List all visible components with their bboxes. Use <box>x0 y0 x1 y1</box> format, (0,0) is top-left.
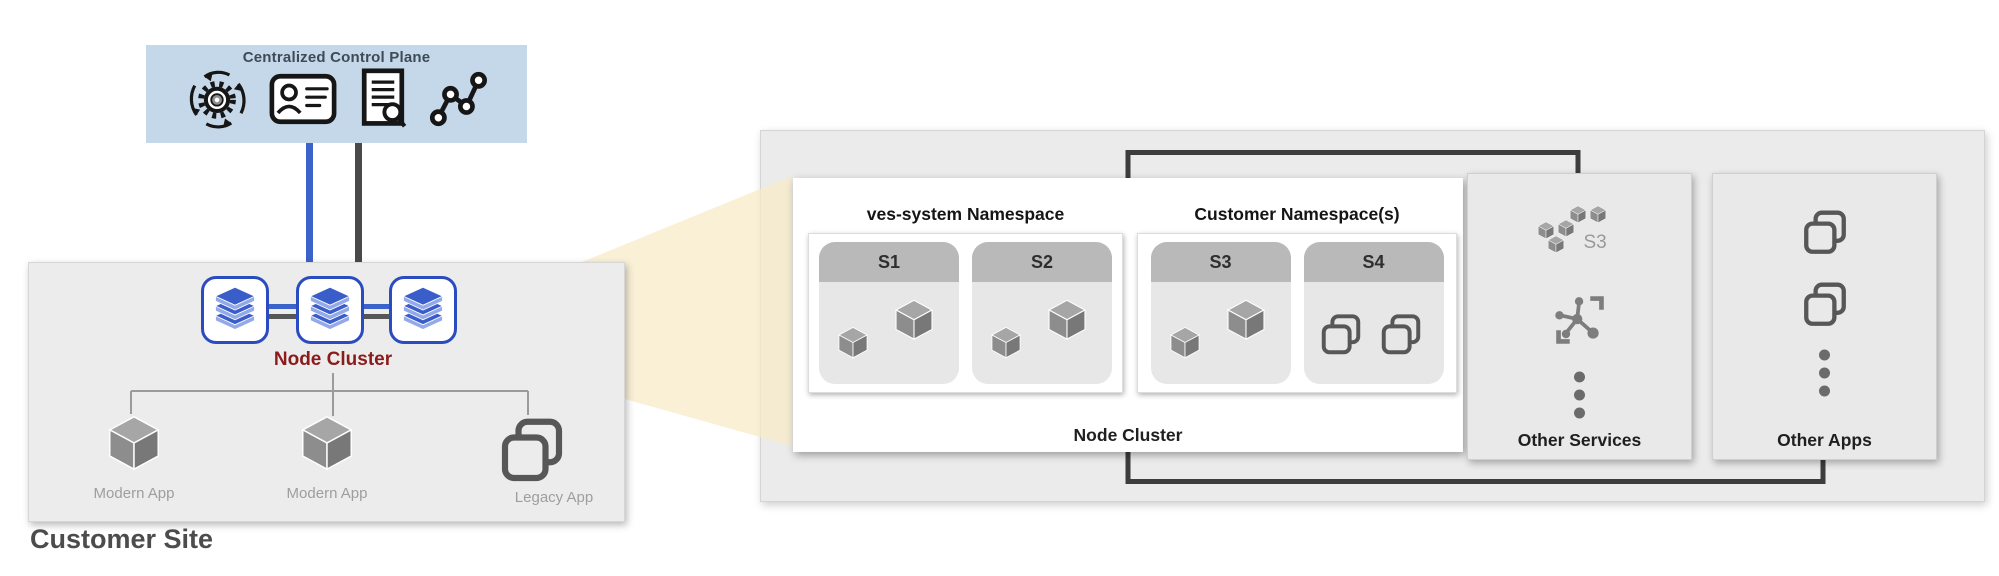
control-link-blue <box>306 143 313 262</box>
app-label: Modern App <box>286 485 368 502</box>
service-name: S2 <box>972 242 1112 282</box>
cube-icon <box>103 411 165 473</box>
other-services-box: S3 Other Services <box>1467 173 1692 460</box>
service-body <box>1150 282 1291 384</box>
service-hub-icon <box>1554 296 1604 344</box>
other-apps-label: Other Apps <box>1777 430 1872 450</box>
cube-icon <box>891 296 937 342</box>
s3-badge-label: S3 <box>1583 232 1607 253</box>
stacked-squares-icon <box>1800 208 1850 258</box>
aws-s3-icon: S3 <box>1532 204 1628 266</box>
node-icon-box <box>296 276 364 344</box>
cube-icon <box>988 324 1024 360</box>
ellipsis-icon <box>1574 371 1585 419</box>
cube-icon <box>296 411 358 473</box>
service-name: S3 <box>1150 242 1291 282</box>
customer-namespace-group: Customer Namespace(s) S3 S4 <box>1137 204 1457 393</box>
metrics-graph-icon <box>427 70 489 133</box>
customer-site-box: Node Cluster Modern App Modern App Legac… <box>28 262 625 522</box>
cube-icon <box>1546 234 1566 254</box>
node-stack-icon <box>397 285 449 335</box>
node-cluster-panel-label: Node Cluster <box>1073 425 1183 445</box>
node-cluster-panel: ves-system Namespace S1 S2 <box>793 178 1463 452</box>
service-name: S1 <box>819 242 959 282</box>
node-link-line <box>269 304 296 309</box>
service-body <box>819 282 959 384</box>
cube-icon <box>1588 204 1608 224</box>
namespace-box: S3 S4 <box>1137 233 1457 393</box>
app-label: Modern App <box>93 485 175 502</box>
node-link-line <box>364 304 389 309</box>
service-body <box>1303 282 1444 384</box>
service-card-s1: S1 <box>819 242 959 384</box>
cube-icon <box>1167 324 1203 360</box>
cube-icon <box>1223 296 1269 342</box>
cube-icon <box>1044 296 1090 342</box>
control-plane-title: Centralized Control Plane <box>242 49 431 66</box>
service-name: S4 <box>1303 242 1444 282</box>
control-link-dark <box>355 143 362 262</box>
node-stack-icon <box>304 285 356 335</box>
other-services-label: Other Services <box>1517 430 1642 450</box>
node-icon-box <box>201 276 269 344</box>
service-card-s2: S2 <box>972 242 1112 384</box>
customer-site-title: Customer Site <box>30 524 214 554</box>
node-link-line <box>364 314 389 319</box>
app-label: Legacy App <box>514 489 594 506</box>
control-plane-icons <box>146 67 527 136</box>
cube-icon <box>835 324 871 360</box>
service-card-s3: S3 <box>1150 242 1291 384</box>
namespace-title: ves-system Namespace <box>866 204 1065 224</box>
ves-system-namespace-group: ves-system Namespace S1 S2 <box>808 204 1123 393</box>
namespace-title: Customer Namespace(s) <box>1194 204 1400 224</box>
sync-gear-icon <box>185 67 249 136</box>
ellipsis-icon <box>1819 349 1830 397</box>
identity-card-icon <box>267 73 339 130</box>
node-icon-box <box>389 276 457 344</box>
audit-document-icon <box>357 68 409 135</box>
node-link-line <box>269 314 296 319</box>
node-stack-icon <box>209 285 261 335</box>
centralized-control-plane-box: Centralized Control Plane <box>146 45 527 143</box>
stacked-squares-icon <box>1318 312 1364 358</box>
node-cluster-label: Node Cluster <box>273 349 393 370</box>
other-apps-box: Other Apps <box>1712 173 1937 460</box>
service-card-s4: S4 <box>1303 242 1444 384</box>
stacked-squares-icon <box>1800 280 1850 330</box>
stacked-squares-icon <box>496 415 568 487</box>
namespace-box: S1 S2 <box>808 233 1123 393</box>
stacked-squares-icon <box>1378 312 1424 358</box>
service-body <box>972 282 1112 384</box>
